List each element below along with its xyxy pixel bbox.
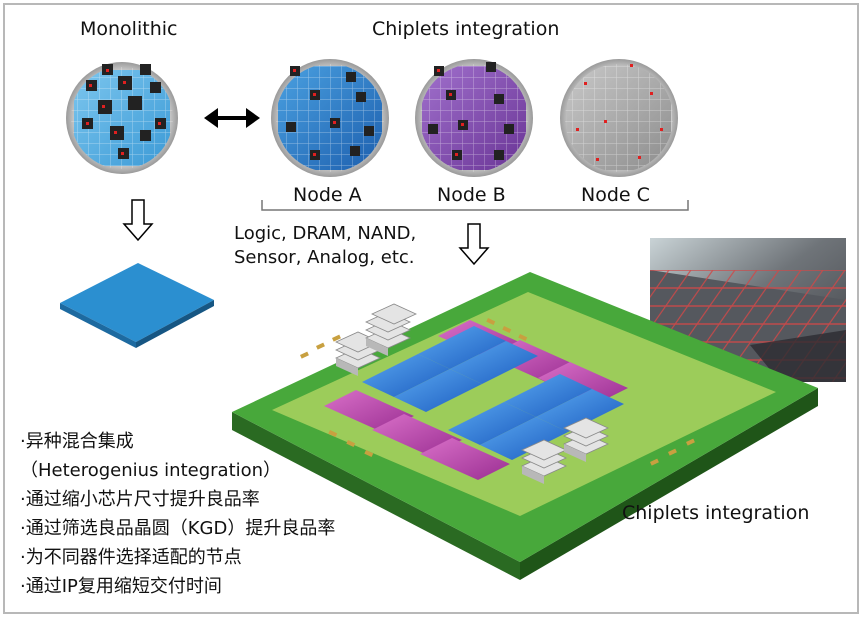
down-arrow-icon — [458, 223, 490, 266]
chiplets-title: Chiplets integration — [372, 18, 560, 40]
chiplet-types-line: Logic, DRAM, NAND, — [234, 223, 417, 244]
node-b-label: Node B — [437, 184, 506, 206]
down-arrow-icon — [122, 199, 154, 242]
monolithic-wafer — [66, 62, 178, 174]
chiplet-types-label: Logic, DRAM, NAND, Sensor, Analog, etc. — [234, 222, 416, 270]
node-a-label: Node A — [293, 184, 362, 206]
figure-frame — [3, 3, 859, 614]
wafer-node-b — [415, 59, 533, 177]
monolithic-title: Monolithic — [80, 18, 178, 40]
chiplet-types-line: Sensor, Analog, etc. — [234, 247, 415, 268]
node-c-label: Node C — [581, 184, 650, 206]
double-arrow-icon — [204, 108, 260, 128]
wafer-node-c — [560, 59, 678, 177]
memory-stack — [521, 417, 609, 484]
nodes-bracket — [261, 200, 689, 211]
benefit-item: （Heterogenius integration） — [20, 460, 282, 481]
benefit-item: ·通过IP复用缩短交付时间 — [20, 576, 222, 597]
benefit-item: ·通过缩小芯片尺寸提升良品率 — [20, 489, 260, 510]
chiplets-caption: Chiplets integration — [622, 502, 810, 524]
benefit-item: ·异种混合集成 — [20, 431, 134, 452]
memory-stack — [335, 303, 417, 376]
benefit-item: ·为不同器件选择适配的节点 — [20, 547, 242, 568]
benefit-item: ·通过筛选良品晶圆（KGD）提升良品率 — [20, 518, 336, 539]
benefits-list: ·异种混合集成 （Heterogenius integration） ·通过缩小… — [20, 427, 335, 601]
wafer-node-a — [271, 59, 389, 177]
monolithic-die — [60, 263, 214, 348]
